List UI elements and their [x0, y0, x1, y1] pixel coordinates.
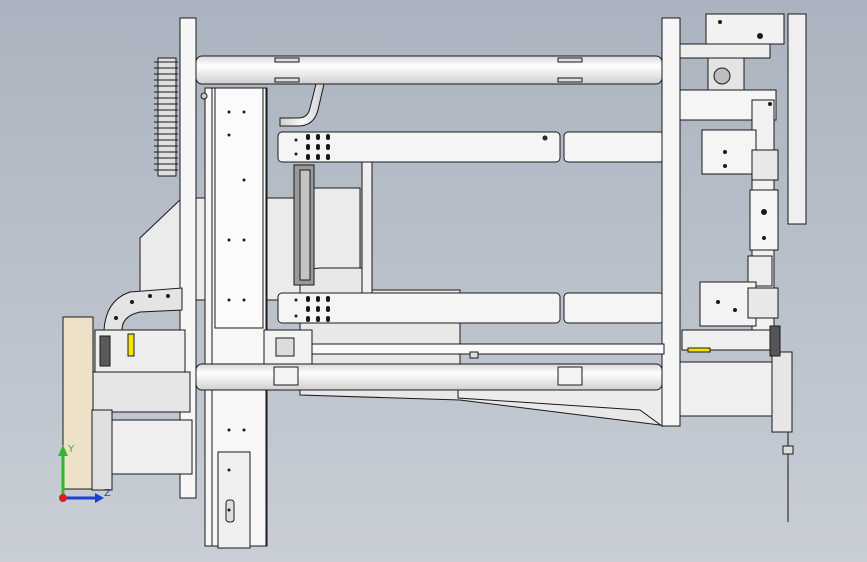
right-vertical-rail: [787, 13, 807, 225]
vertical-slide-carriage: [214, 87, 264, 329]
y-axis-label: Y: [67, 444, 75, 455]
right-sensor-4: [747, 255, 773, 287]
vertical-strut-left: [361, 161, 373, 294]
cable-chain: [103, 287, 183, 331]
thin-horizontal-shaft: [267, 343, 665, 355]
left-actuator-base: [91, 371, 191, 413]
right-sensor-2: [751, 149, 779, 181]
top-rod-clamp-3: [274, 77, 300, 83]
right-end-effector: [771, 351, 793, 433]
right-lower-sensor: [747, 287, 779, 319]
right-sensor-3: [749, 189, 779, 251]
right-valve-dial: [713, 67, 731, 85]
right-part-holes: [716, 20, 772, 312]
plate-bolt: [542, 135, 548, 141]
upper-cross-plate-right: [563, 131, 665, 163]
top-rod-clamp-2: [557, 57, 583, 63]
right-lower-block: [699, 281, 757, 327]
probe-collar: [782, 445, 794, 455]
lower-cross-plate-left: [277, 292, 561, 324]
bent-tube: [279, 83, 325, 127]
lower-cross-plate-right: [563, 292, 665, 324]
slide-top-screw: [200, 92, 208, 100]
lower-plate-slots: [294, 296, 330, 322]
upper-plate-slots: [294, 134, 330, 160]
gear-rack-teeth: [154, 61, 178, 171]
right-dark-clamp: [769, 325, 781, 357]
slide-bolts: [227, 110, 246, 512]
bottom-rod-clamp-1: [273, 366, 299, 386]
left-tan-block: [62, 316, 94, 490]
slide-lower-block: [217, 451, 251, 549]
top-guide-rod: [195, 55, 663, 85]
right-motor-body: [679, 361, 777, 417]
slide-clamp-detail: [275, 337, 295, 357]
machine-assembly: [62, 13, 807, 549]
right-gripper-bar: [681, 329, 773, 351]
right-frame-plate: [661, 17, 681, 427]
right-top-bracket: [705, 13, 785, 45]
right-top-arm: [679, 43, 771, 59]
left-side-bracket: [91, 409, 113, 491]
left-motor-body: [111, 419, 193, 475]
right-yellow-stripe: [687, 347, 711, 353]
shaft-collar: [469, 351, 479, 359]
coordinate-triad: Y Z: [58, 444, 111, 503]
left-actuator-yellow-collar: [127, 333, 135, 357]
center-mount-face: [299, 169, 311, 281]
top-rod-clamp-4: [557, 77, 583, 83]
left-actuator-dark-collar: [99, 335, 111, 367]
cable-chain-links: [114, 294, 170, 320]
right-sensor-1: [701, 129, 757, 175]
bottom-rod-clamp-2: [557, 366, 583, 386]
z-axis-label: Z: [104, 488, 111, 499]
upper-cross-plate-left: [277, 131, 561, 163]
top-rod-clamp-1: [274, 57, 300, 63]
bottom-guide-rod: [195, 363, 663, 391]
